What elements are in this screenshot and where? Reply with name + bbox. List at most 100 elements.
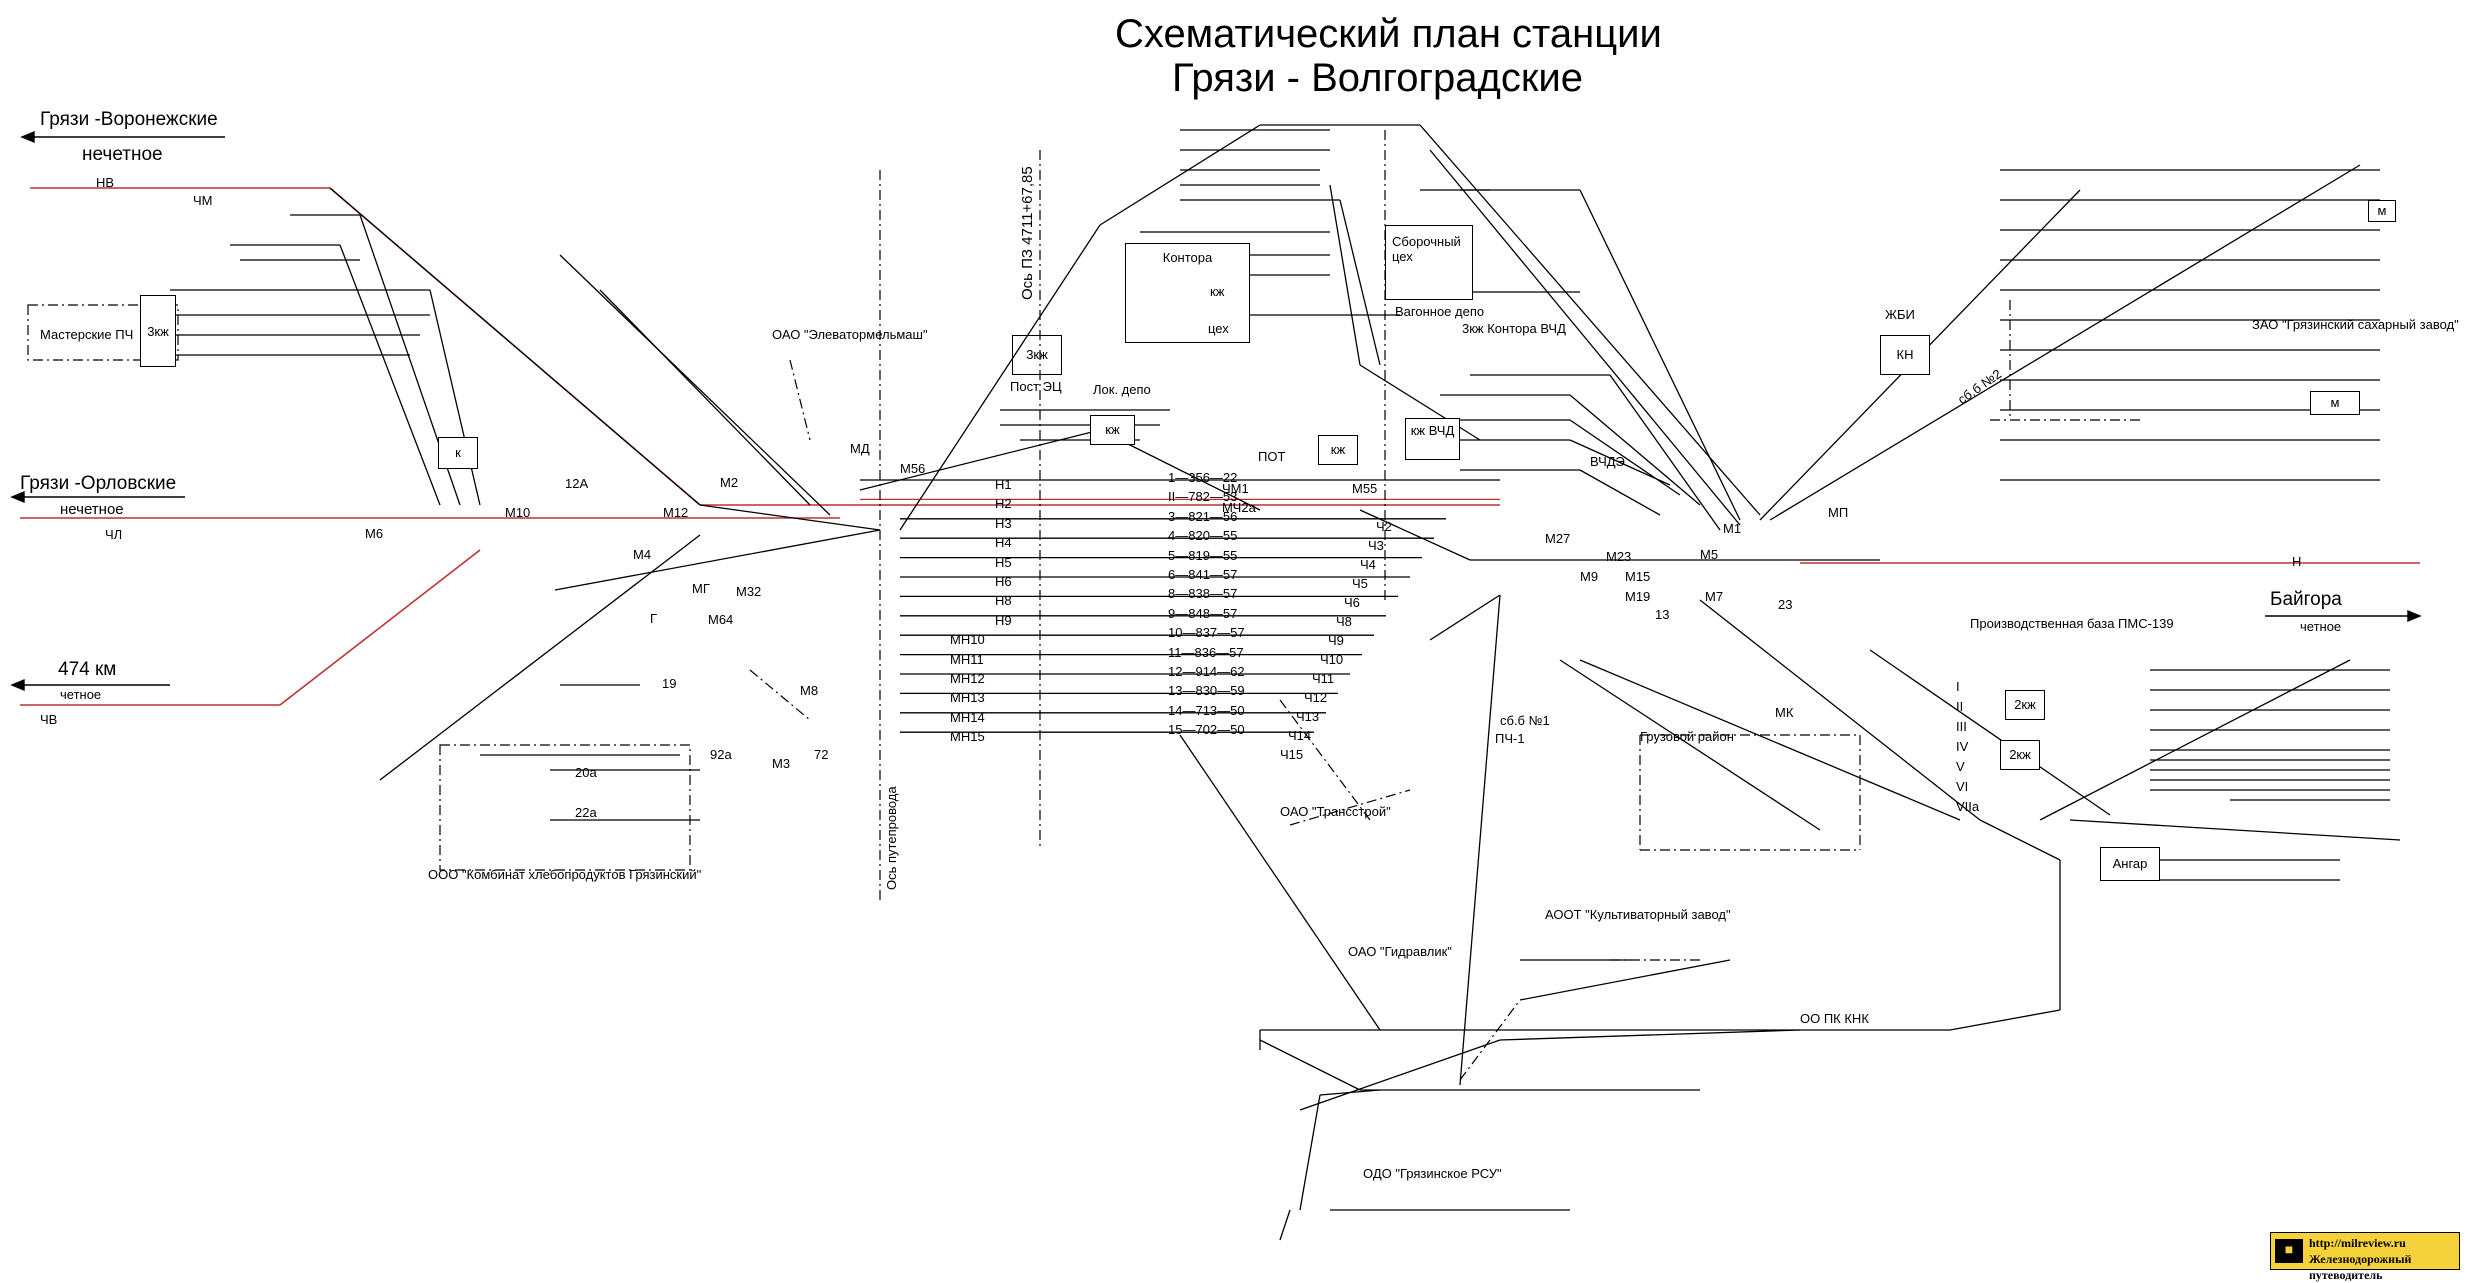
train-icon: ■ — [2275, 1239, 2303, 1263]
label-t13: 13 — [1655, 607, 1670, 622]
label-m19: М19 — [1625, 589, 1651, 604]
label-gruz: Грузовой район — [1640, 729, 1734, 744]
building-sbor-ceh: Сборочный цех — [1385, 225, 1473, 300]
label-post-ec: Пост ЭЦ — [1010, 379, 1062, 394]
direction-voronezh-odd: нечетное — [82, 144, 163, 165]
label-os-putepr: Ось путепровода — [884, 786, 899, 890]
label-nv: НВ — [96, 175, 115, 190]
site-name: Железнодорожный путеводитель — [2309, 1252, 2412, 1282]
direction-orlov-odd: нечетное — [60, 501, 124, 518]
signal-right: Ч5 — [1352, 576, 1368, 591]
label-md: МД — [850, 441, 870, 456]
label-chv: ЧВ — [40, 712, 58, 727]
signal-right: Ч4 — [1360, 557, 1376, 572]
track-label: 9—848—57 — [1168, 605, 1238, 621]
direction-474-even: четное — [60, 687, 102, 702]
direction-baygora-even: четное — [2300, 619, 2342, 634]
label-t72: 72 — [814, 747, 829, 762]
label-m12: М12 — [663, 505, 689, 520]
track-label: 10—837—57 — [1168, 625, 1245, 641]
label-kzh-1: кж — [1210, 284, 1225, 299]
building-kontora: Контора — [1125, 243, 1250, 343]
signal-right: Ч15 — [1280, 747, 1304, 762]
track-label: 11—836—57 — [1168, 644, 1244, 660]
label-m7: М7 — [1705, 589, 1724, 604]
label-m15: М15 — [1625, 569, 1651, 584]
label-elevator: ОАО "Элеватормельмаш" — [772, 327, 928, 342]
roman-track: V — [1956, 759, 1965, 774]
direction-voronezh: Грязи -Воронежские — [40, 109, 218, 130]
label-ceh: цех — [1208, 321, 1229, 336]
signal-left: Н3 — [995, 515, 1012, 531]
label-pch: Мастерские ПЧ — [40, 327, 134, 342]
signal-left: Н1 — [995, 477, 1012, 492]
building-kzh-2: кж — [1318, 435, 1358, 465]
label-mk: МК — [1775, 705, 1794, 720]
signal-right: Ч14 — [1288, 728, 1312, 743]
roman-track: IV — [1956, 739, 1969, 754]
track-label: 15—702—50 — [1168, 722, 1245, 738]
label-kombinat: ООО "Комбинат хлебопродуктов Грязинский" — [428, 867, 702, 882]
signal-left: Н8 — [995, 593, 1012, 609]
signal-right: Ч12 — [1304, 690, 1328, 705]
building-kn: КН — [1880, 335, 1930, 375]
label-transstroy: ОАО "Трансстрой" — [1280, 804, 1391, 819]
track-label: 5—819—55 — [1168, 547, 1238, 563]
label-t12a: 12А — [565, 476, 589, 491]
signal-left: МН11 — [950, 651, 984, 667]
signal-left: Н6 — [995, 574, 1012, 589]
label-m6: М6 — [365, 526, 384, 541]
signal-left: МН13 — [950, 690, 985, 706]
label-vchde: ВЧДЭ — [1590, 454, 1625, 469]
label-mp: МП — [1828, 505, 1849, 520]
label-zhbi: ЖБИ — [1885, 307, 1915, 322]
signal-right: Ч8 — [1336, 614, 1352, 629]
roman-track: I — [1956, 679, 1960, 694]
direction-arrows — [10, 130, 2422, 692]
boundaries — [27, 130, 2140, 1081]
label-pch1: ПЧ-1 — [1495, 731, 1525, 746]
track-label: 14—713—50 — [1168, 702, 1245, 718]
track-label: 1—356—22 — [1168, 470, 1238, 485]
track-label: 6—841—57 — [1168, 567, 1238, 582]
building-3kzh: 3кж — [140, 295, 176, 367]
label-m1: М1 — [1723, 521, 1742, 536]
building-m-2: м — [2310, 391, 2360, 415]
label-g: Г — [650, 611, 658, 626]
roman-track: II — [1956, 699, 1964, 714]
signal-left: Н2 — [995, 496, 1012, 512]
building-m: м — [2368, 200, 2396, 222]
label-chl: ЧЛ — [105, 527, 123, 542]
label-m55: М55 — [1352, 481, 1378, 496]
track-label: 8—838—57 — [1168, 586, 1238, 602]
label-lok-depo: Лок. депо — [1093, 382, 1151, 397]
signal-right: Ч9 — [1328, 633, 1344, 648]
label-sb1: сб.б №1 — [1500, 713, 1550, 728]
label-mg: МГ — [692, 581, 710, 596]
label-gidravlik: ОАО "Гидравлик" — [1348, 944, 1452, 959]
page-title: Схематический план станции — [1115, 12, 1662, 56]
label-m9: М9 — [1580, 569, 1599, 584]
label-kultivator: АООТ "Культиваторный завод" — [1545, 907, 1731, 922]
signal-left: Н4 — [995, 535, 1012, 551]
label-t92a: 92а — [710, 747, 732, 762]
building-kzh-vchd: кж ВЧД — [1405, 418, 1460, 460]
label-n: Н — [2292, 554, 2302, 569]
signal-left: МН12 — [950, 671, 985, 686]
label-pot: ПОТ — [1258, 449, 1286, 464]
building-lok-kzh: кж — [1090, 415, 1135, 445]
label-m4: М4 — [633, 547, 652, 562]
track-label: 13—830—59 — [1168, 683, 1245, 699]
site-badge[interactable]: ■ http://milreview.ru Железнодорожный пу… — [2270, 1232, 2460, 1282]
label-t23: 23 — [1778, 597, 1793, 612]
label-vag-depo: Вагонное депо — [1395, 304, 1485, 319]
signal-right: Ч13 — [1296, 709, 1320, 724]
label-m3: М3 — [772, 756, 791, 771]
signal-right: Ч6 — [1344, 595, 1360, 610]
signal-left: МН14 — [950, 709, 985, 725]
signal-right: Ч10 — [1320, 652, 1344, 667]
label-kontora-vchd: 3кж Контора ВЧД — [1462, 321, 1566, 336]
signal-left: Н5 — [995, 554, 1012, 570]
sbor-ceh-label: Сборочный цех — [1392, 234, 1461, 264]
building-k: к — [438, 437, 478, 469]
